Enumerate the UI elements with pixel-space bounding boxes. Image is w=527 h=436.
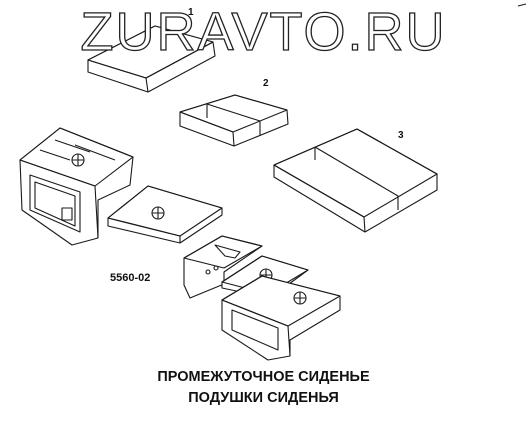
floor-plate <box>107 185 223 244</box>
caption-line-2: ПОДУШКИ СИДЕНЬЯ <box>188 390 339 406</box>
cushion-2 <box>179 94 289 147</box>
cushion-3 <box>273 128 438 233</box>
corner-fragment <box>517 3 527 7</box>
callout-1: 1 <box>188 7 194 18</box>
bracket <box>183 235 263 299</box>
seat-frame <box>19 127 134 246</box>
caption-line-1: ПРОМЕЖУТОЧНОЕ СИДЕНЬЕ <box>157 369 370 385</box>
callout-3: 3 <box>398 130 404 141</box>
watermark: ZURAVTO.RU <box>80 1 447 62</box>
drawing-code: 5560-02 <box>110 272 151 284</box>
callout-2: 2 <box>263 78 269 89</box>
lower-assembly <box>221 275 341 361</box>
cushion-1 <box>87 25 216 93</box>
